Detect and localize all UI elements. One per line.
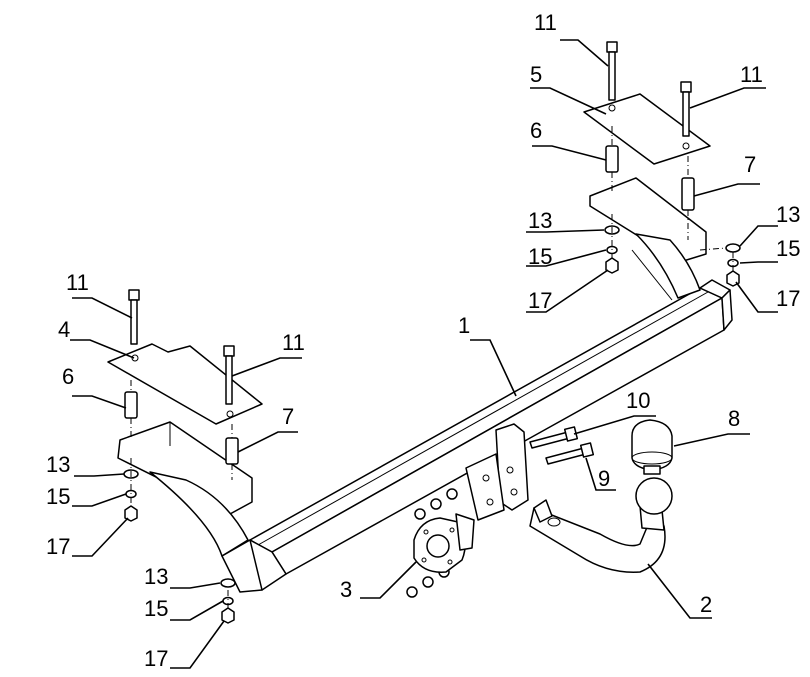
callout-6-left: 6 <box>62 364 74 389</box>
callout-15-right-a: 15 <box>528 244 552 269</box>
callout-11-left-a: 11 <box>66 270 89 295</box>
callout-labels: 1 2 3 4 5 6 6 7 7 8 9 10 11 11 11 11 13 … <box>46 10 800 671</box>
callout-8: 8 <box>728 406 740 431</box>
callout-17-left: 17 <box>46 534 70 559</box>
right-bolt-b <box>680 81 692 137</box>
ball-cap <box>631 419 673 475</box>
bottom-fasteners <box>220 578 236 624</box>
callout-11-right-a: 11 <box>534 10 557 35</box>
callout-9: 9 <box>598 466 610 491</box>
left-bolt-a <box>128 289 140 345</box>
left-bolt-b <box>223 345 235 405</box>
left-spacer-6 <box>124 391 138 419</box>
callout-11-right-b: 11 <box>740 62 763 87</box>
callout-15-right-b: 15 <box>776 236 800 261</box>
right-spacer-6 <box>605 145 619 173</box>
callout-17-right-a: 17 <box>528 288 552 313</box>
callout-1: 1 <box>458 313 470 338</box>
callout-17-right-b: 17 <box>776 286 800 311</box>
left-spacer-7 <box>225 437 239 465</box>
callout-5: 5 <box>530 62 542 87</box>
right-spacer-7 <box>681 177 695 211</box>
callout-7-right: 7 <box>744 152 756 177</box>
callout-15-bottom: 15 <box>144 596 168 621</box>
callout-11-left-b: 11 <box>282 330 305 355</box>
callout-13-right-b: 13 <box>776 202 800 227</box>
callout-6-right: 6 <box>530 118 542 143</box>
callout-13-left: 13 <box>46 452 70 477</box>
callout-15-left: 15 <box>46 484 70 509</box>
ball-neck <box>529 477 673 573</box>
callout-13-bottom: 13 <box>144 564 168 589</box>
callout-17-bottom: 17 <box>144 646 168 671</box>
right-plate <box>583 93 711 165</box>
leader-lines <box>70 39 778 669</box>
left-plate <box>107 343 263 425</box>
right-bolt-a <box>606 41 618 101</box>
socket-plate <box>413 513 475 573</box>
callout-7-left: 7 <box>282 404 294 429</box>
left-fasteners <box>123 458 139 522</box>
left-side-arm <box>117 421 263 593</box>
callout-3: 3 <box>340 577 352 602</box>
mount-bolt-9 <box>545 442 595 465</box>
callout-10: 10 <box>626 388 650 413</box>
ball-mount-socket <box>465 423 529 521</box>
callout-4: 4 <box>58 317 70 342</box>
right-side-arm <box>589 177 707 301</box>
callout-2: 2 <box>700 592 712 617</box>
right-fasteners-center <box>604 214 620 274</box>
callout-13-right-a: 13 <box>528 208 552 233</box>
